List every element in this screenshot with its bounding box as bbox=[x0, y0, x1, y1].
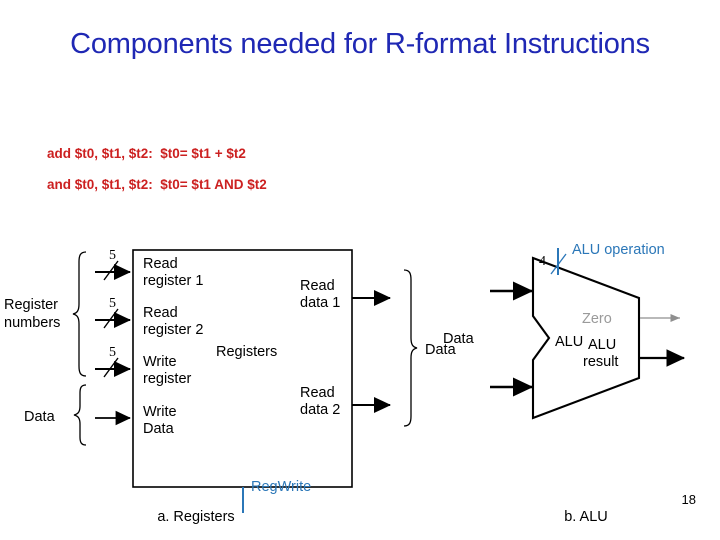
alu-result-label-line2: result bbox=[583, 354, 618, 370]
port-label-write-data-line1: Write bbox=[143, 404, 177, 420]
port-label-read-data-2-line1: Read bbox=[300, 385, 335, 401]
port-label-write-register-line2: register bbox=[143, 371, 192, 387]
port-label-read-data-1-line1: Read bbox=[300, 278, 335, 294]
alu-input-group-label: Data bbox=[443, 331, 475, 347]
datapath-figure: Register numbers Data 5 5 bbox=[0, 230, 720, 540]
input-arrow-read-register-2: 5 bbox=[95, 296, 131, 329]
alu-caption: b. ALU bbox=[564, 509, 608, 525]
bitwidth-label-5-read-register-2: 5 bbox=[109, 296, 116, 311]
registers-block-label: Registers bbox=[216, 344, 277, 360]
alu-operation-bitwidth-slash bbox=[550, 253, 567, 275]
input-arrow-read-register-1: 5 bbox=[95, 248, 131, 281]
write-data-group-label: Data bbox=[24, 409, 56, 425]
register-numbers-brace bbox=[72, 251, 87, 377]
page-number: 18 bbox=[681, 492, 696, 507]
data-output-brace bbox=[403, 269, 418, 427]
alu-block: 4 ALU operation Data ALU Zero ALU result bbox=[443, 242, 686, 525]
alu-shape bbox=[531, 256, 641, 420]
port-label-write-data-line2: Data bbox=[143, 421, 175, 437]
port-label-write-register-line1: Write bbox=[143, 354, 177, 370]
alu-operation-control: 4 ALU operation bbox=[539, 242, 665, 275]
write-data-brace bbox=[73, 384, 87, 446]
instruction-line-and: and $t0, $t1, $t2: $t0= $t1 AND $t2 bbox=[47, 177, 267, 192]
port-label-read-register-2-line2: register 2 bbox=[143, 322, 203, 338]
data-output-group-label: Data bbox=[425, 342, 457, 358]
regwrite-control: RegWrite bbox=[242, 479, 311, 513]
port-label-read-register-2-line1: Read bbox=[143, 305, 178, 321]
instruction-line-add: add $t0, $t1, $t2: $t0= $t1 + $t2 bbox=[47, 146, 246, 161]
page-title: Components needed for R-format Instructi… bbox=[70, 28, 650, 60]
registers-block: Register numbers Data 5 5 bbox=[4, 248, 457, 525]
regwrite-label: RegWrite bbox=[251, 479, 311, 495]
port-label-read-data-1-line2: data 1 bbox=[300, 295, 340, 311]
alu-operation-label: ALU operation bbox=[572, 242, 665, 258]
bitwidth-label-5-write-register: 5 bbox=[109, 345, 116, 360]
alu-result-label-line1: ALU bbox=[588, 337, 616, 353]
bitwidth-label-5-read-register-1: 5 bbox=[109, 248, 116, 263]
alu-block-label: ALU bbox=[555, 334, 583, 350]
bitwidth-label-4-alu-operation: 4 bbox=[539, 254, 546, 269]
input-arrow-write-register: 5 bbox=[95, 345, 131, 378]
registers-caption: a. Registers bbox=[157, 509, 234, 525]
register-numbers-label-line2: numbers bbox=[4, 315, 60, 331]
register-numbers-label-line1: Register bbox=[4, 297, 58, 313]
port-label-read-register-1-line1: Read bbox=[143, 256, 178, 272]
alu-zero-label: Zero bbox=[582, 311, 612, 327]
port-label-read-data-2-line2: data 2 bbox=[300, 402, 340, 418]
port-label-read-register-1-line2: register 1 bbox=[143, 273, 203, 289]
